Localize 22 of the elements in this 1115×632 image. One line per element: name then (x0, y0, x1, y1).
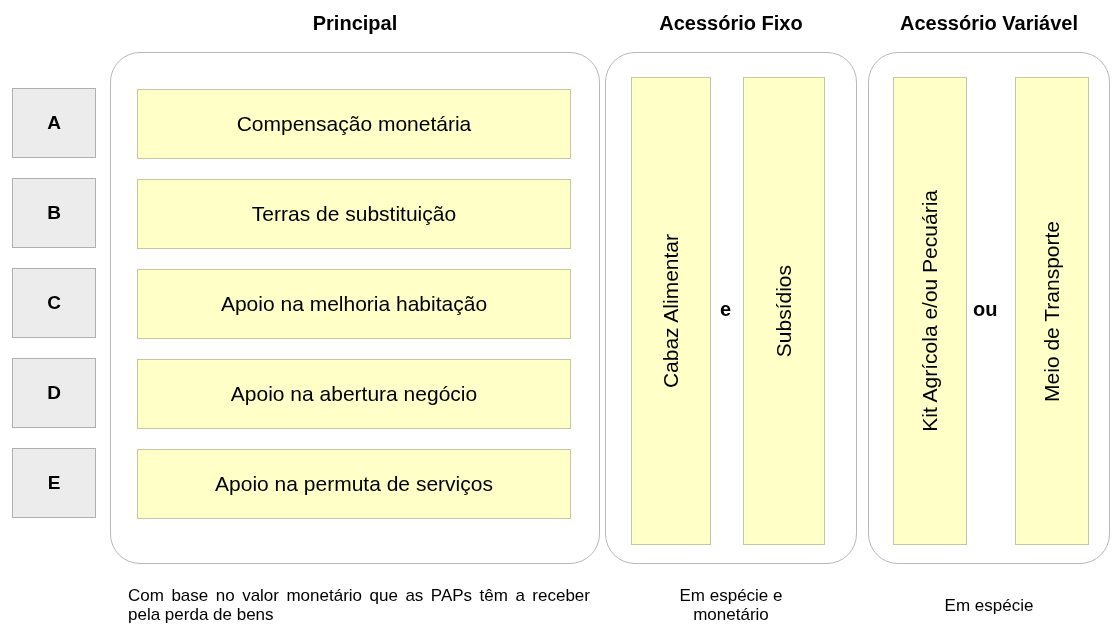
option-box: Terras de substituição (137, 179, 571, 249)
footnote-text: Em espécie e monetário (678, 586, 784, 624)
letter-box: E (12, 448, 96, 518)
option-box: Compensação monetária (137, 89, 571, 159)
letter-box: C (12, 268, 96, 338)
letter-box: B (12, 178, 96, 248)
letter-box: A (12, 88, 96, 158)
letter-box: D (12, 358, 96, 428)
option-box: Apoio na permuta de serviços (137, 449, 571, 519)
vertical-option-box: Subsídios (743, 77, 825, 545)
group-heading: Principal (311, 12, 399, 35)
connector-word: e (720, 298, 732, 321)
option-box: Apoio na melhoria habitação (137, 269, 571, 339)
footnote-text: Com base no valor monetário que as PAPs têm a receber pela perda de bens (128, 586, 590, 624)
connector-word: ou (973, 298, 998, 321)
group-heading: Acessório Fixo (658, 12, 804, 35)
group-heading: Acessório Variável (899, 12, 1079, 35)
vertical-option-box: Kit Agrícola e/ou Pecuária (893, 77, 967, 545)
vertical-option-box: Meio de Transporte (1015, 77, 1089, 545)
vertical-option-box: Cabaz Alimentar (631, 77, 711, 545)
footnote-text: Em espécie (943, 596, 1035, 615)
option-box: Apoio na abertura negócio (137, 359, 571, 429)
